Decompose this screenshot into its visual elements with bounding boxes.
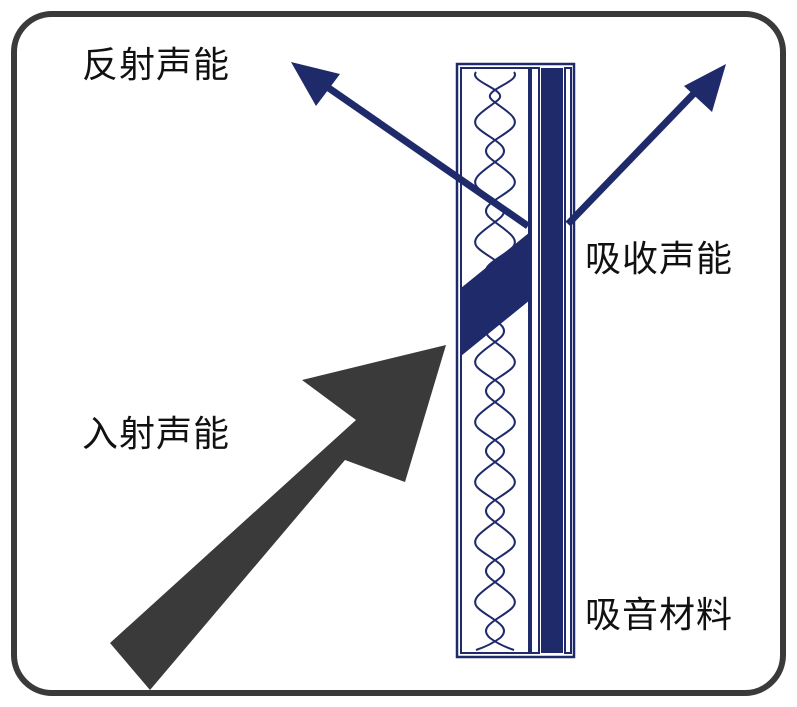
porous-fibers <box>474 71 516 651</box>
absorbed-band <box>461 232 530 356</box>
panel-outer-outline <box>455 62 576 659</box>
reflected-arrow-icon <box>291 62 530 229</box>
panel-solid-backing <box>541 68 563 653</box>
label-reflected-energy: 反射声能 <box>82 45 231 86</box>
sound-absorbing-panel-icon <box>455 62 576 659</box>
label-absorbed-energy: 吸收声能 <box>585 239 734 280</box>
incident-arrow-icon <box>110 345 446 690</box>
transmitted-arrow-icon <box>565 64 726 227</box>
label-absorbing-material: 吸音材料 <box>585 595 734 636</box>
panel-outer-skin <box>564 67 572 654</box>
panel-gap <box>530 67 540 654</box>
label-incident-energy: 入射声能 <box>82 414 231 455</box>
outer-frame <box>11 11 786 696</box>
panel-porous-layer <box>460 67 530 654</box>
